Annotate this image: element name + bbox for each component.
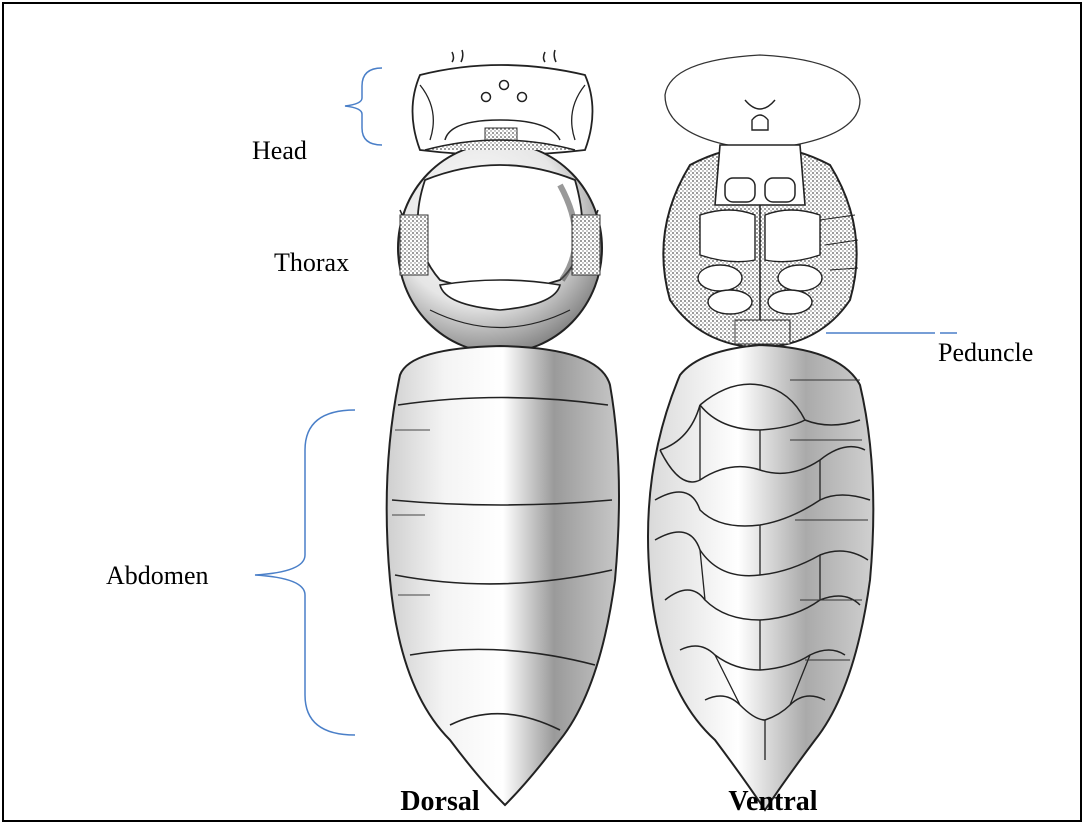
abdomen-bracket [255, 410, 355, 735]
label-dorsal: Dorsal [400, 786, 480, 817]
ventral-ant [648, 55, 873, 810]
label-ventral: Ventral [728, 786, 817, 817]
label-thorax: Thorax [274, 248, 349, 277]
label-peduncle: Peduncle [938, 338, 1033, 367]
ventral-head [665, 55, 860, 150]
dorsal-thorax [398, 140, 602, 353]
label-abdomen: Abdomen [106, 561, 209, 590]
dorsal-ant [387, 50, 619, 805]
ventral-thorax [663, 145, 858, 348]
ventral-abdomen [648, 345, 873, 810]
head-bracket [345, 68, 382, 145]
dorsal-abdomen [387, 346, 619, 805]
label-head: Head [252, 136, 307, 165]
